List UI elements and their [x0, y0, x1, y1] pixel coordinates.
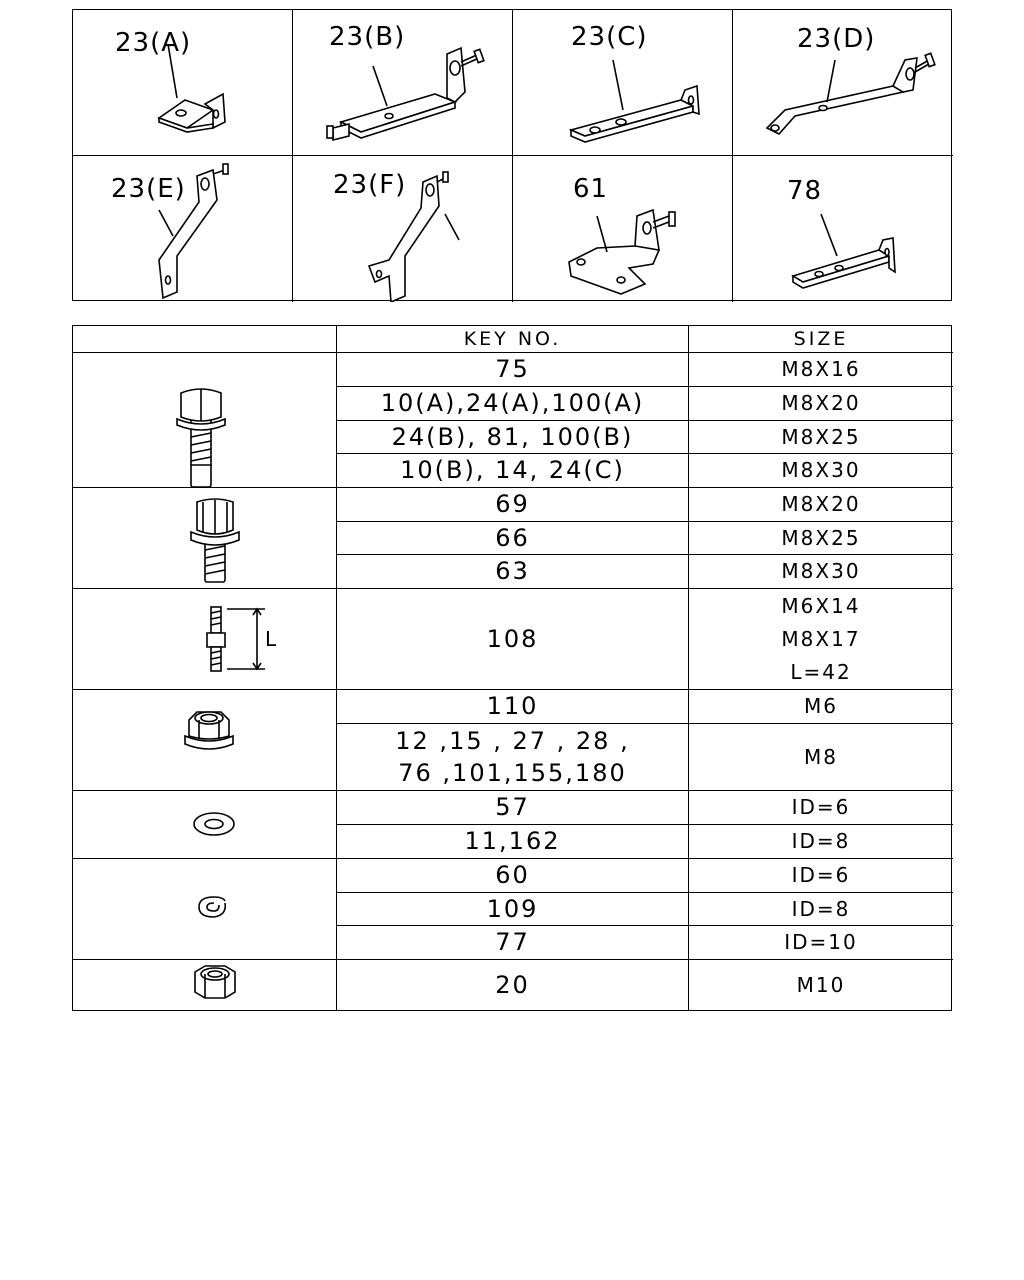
size-m8x16: M8X16: [689, 353, 953, 387]
key-row: 11,162: [337, 825, 689, 859]
size-row: M6: [689, 690, 953, 724]
flange-bolt-icon: [176, 388, 226, 488]
size-row: M8X25: [689, 522, 953, 555]
key-row: 12 ,15 , 27 , 28 , 76 ,101,155,180: [337, 724, 689, 791]
bracket-grid: 23(A) 23(B): [72, 9, 953, 302]
bracket-78-icon: [791, 213, 896, 289]
washer-bolt-cell: [73, 488, 337, 589]
bracket-23b-icon: [326, 46, 485, 142]
size-row: M8X30: [689, 454, 953, 488]
bracket-label: 23(D): [797, 24, 876, 54]
key-row: 66: [337, 522, 689, 555]
size-row: ID=8: [689, 825, 953, 859]
hex-nut-icon: [194, 965, 236, 999]
flange-nut-icon: [184, 711, 234, 750]
bracket-label: 78: [787, 176, 823, 206]
size-row: M8X20: [689, 387, 953, 421]
key-row: 69: [337, 488, 689, 522]
size-row: ID=10: [689, 926, 953, 960]
size-row: ID=6: [689, 859, 953, 893]
stud-length-label: L: [265, 627, 277, 651]
key-row: 108: [337, 589, 689, 690]
size-row: ID=8: [689, 893, 953, 926]
bracket-23a-icon: [157, 43, 226, 133]
bracket-23d-icon: [765, 52, 936, 135]
bracket-cell-78: 78: [733, 156, 953, 302]
key-row: 63: [337, 555, 689, 589]
bracket-cell-61: 61: [513, 156, 733, 302]
bracket-cell-23b: 23(B): [293, 10, 513, 156]
stud-bolt-cell: L: [73, 589, 337, 690]
key-row: 10(B), 14, 24(C): [337, 454, 689, 488]
size-row: M6X14 M8X17 L=42: [689, 589, 953, 690]
clip-cell: [73, 859, 337, 960]
size-row: M8: [689, 724, 953, 791]
header-size: SIZE: [689, 326, 953, 353]
stud-bolt-icon: [206, 606, 265, 672]
header-key-no: KEY NO.: [337, 326, 689, 353]
size-row: M8X25: [689, 421, 953, 454]
bracket-61-icon: [568, 208, 676, 295]
size-row: ID=6: [689, 791, 953, 825]
key-row: 57: [337, 791, 689, 825]
hex-nut-cell: [73, 960, 337, 1010]
flange-bolt-cell: [73, 353, 337, 488]
flange-nut-cell: [73, 690, 337, 791]
washer-bolt-icon: [190, 498, 240, 583]
bracket-cell-23d: 23(D): [733, 10, 953, 156]
bracket-label: 23(A): [115, 28, 192, 58]
key-row: 77: [337, 926, 689, 960]
key-row: 20: [337, 960, 689, 1010]
bracket-cell-23c: 23(C): [513, 10, 733, 156]
bracket-label: 61: [573, 174, 609, 204]
bracket-23e-icon: [158, 163, 229, 300]
bracket-label: 23(C): [571, 22, 648, 52]
key-row: 110: [337, 690, 689, 724]
size-row: M8X20: [689, 488, 953, 522]
header-blank: [73, 326, 337, 353]
key-row: 24(B), 81, 100(B): [337, 421, 689, 454]
bracket-cell-23e: 23(E): [73, 156, 293, 302]
bracket-cell-23f: 23(F): [293, 156, 513, 302]
size-row: M8X30: [689, 555, 953, 589]
fastener-table: KEY NO. SIZE 75 M8X16 10(A),24(A),100(A)…: [72, 325, 953, 1011]
key-75: 75: [337, 353, 689, 387]
key-row: 10(A),24(A),100(A): [337, 387, 689, 421]
bracket-label: 23(B): [329, 22, 406, 52]
bracket-23f-icon: [367, 171, 460, 302]
bracket-cell-23a: 23(A): [73, 10, 293, 156]
bracket-23c-icon: [568, 59, 700, 143]
key-row: 109: [337, 893, 689, 926]
size-row: M10: [796, 972, 846, 997]
clip-icon: [198, 896, 227, 918]
plain-washer-cell: [73, 791, 337, 859]
bracket-label: 23(F): [333, 170, 407, 200]
key-row: 60: [337, 859, 689, 893]
plain-washer-icon: [193, 812, 235, 836]
bracket-label: 23(E): [111, 174, 186, 204]
